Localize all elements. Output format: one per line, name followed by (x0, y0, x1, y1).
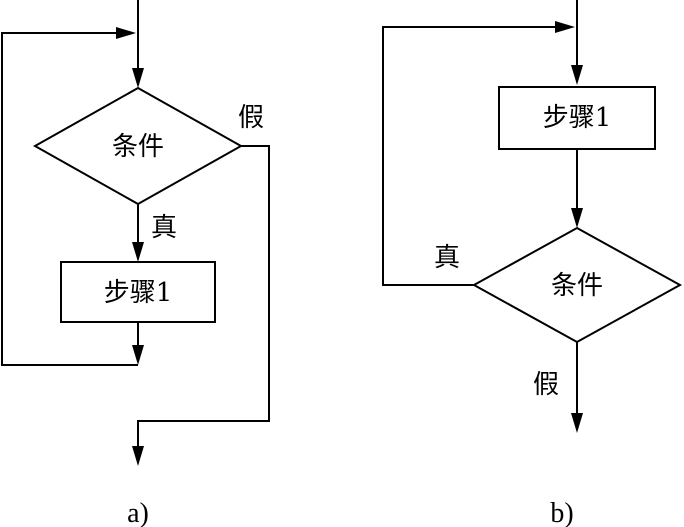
b-step-text: 步骤1 (543, 103, 612, 133)
b-arrow-exit (571, 413, 583, 433)
a-arrow-after-step (132, 345, 144, 365)
a-step-box (60, 261, 216, 323)
b-true-label: 真 (434, 243, 460, 273)
a-loop-back-line (1, 32, 138, 366)
b-arrow-into-condition (571, 208, 583, 228)
b-condition-text: 条件 (551, 271, 603, 301)
b-false-label: 假 (533, 370, 559, 400)
a-false-line (137, 145, 270, 448)
b-caption: b) (550, 498, 573, 527)
b-step-box (498, 86, 656, 150)
a-arrow-into-step (132, 242, 144, 262)
a-arrow-into-condition (132, 68, 144, 88)
a-arrow-loop-join (116, 27, 136, 39)
a-condition-text: 条件 (112, 132, 164, 162)
a-true-label: 真 (151, 213, 177, 243)
b-arrow-loop-join (555, 21, 575, 33)
b-true-loop-line (382, 26, 557, 286)
a-false-label: 假 (238, 103, 264, 133)
a-caption: a) (127, 498, 149, 527)
a-step-text: 步骤1 (104, 278, 173, 308)
a-arrow-exit (132, 446, 144, 466)
diagram-b: 步骤1 条件 真 假 b) (382, 0, 683, 527)
diagram-a: 条件 真 步骤1 假 a) (1, 0, 270, 527)
b-arrow-into-step (571, 65, 583, 85)
